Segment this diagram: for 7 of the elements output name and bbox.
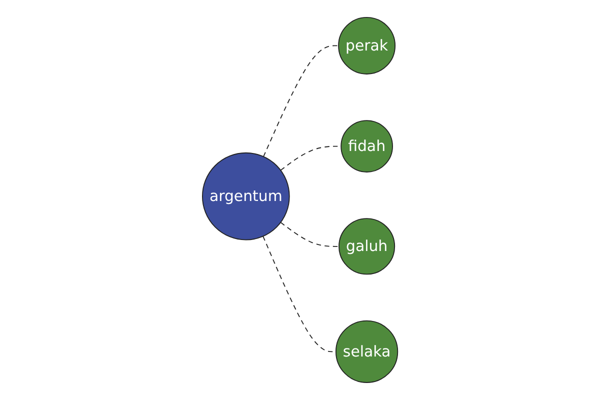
node-circle: galuh [338,218,396,275]
node-circle: fidah [340,120,393,172]
node-circle: selaka [335,320,398,383]
node-circle: argentum [202,152,290,240]
connector [262,45,339,158]
connector [280,222,340,247]
node-circle: perak [338,17,396,74]
